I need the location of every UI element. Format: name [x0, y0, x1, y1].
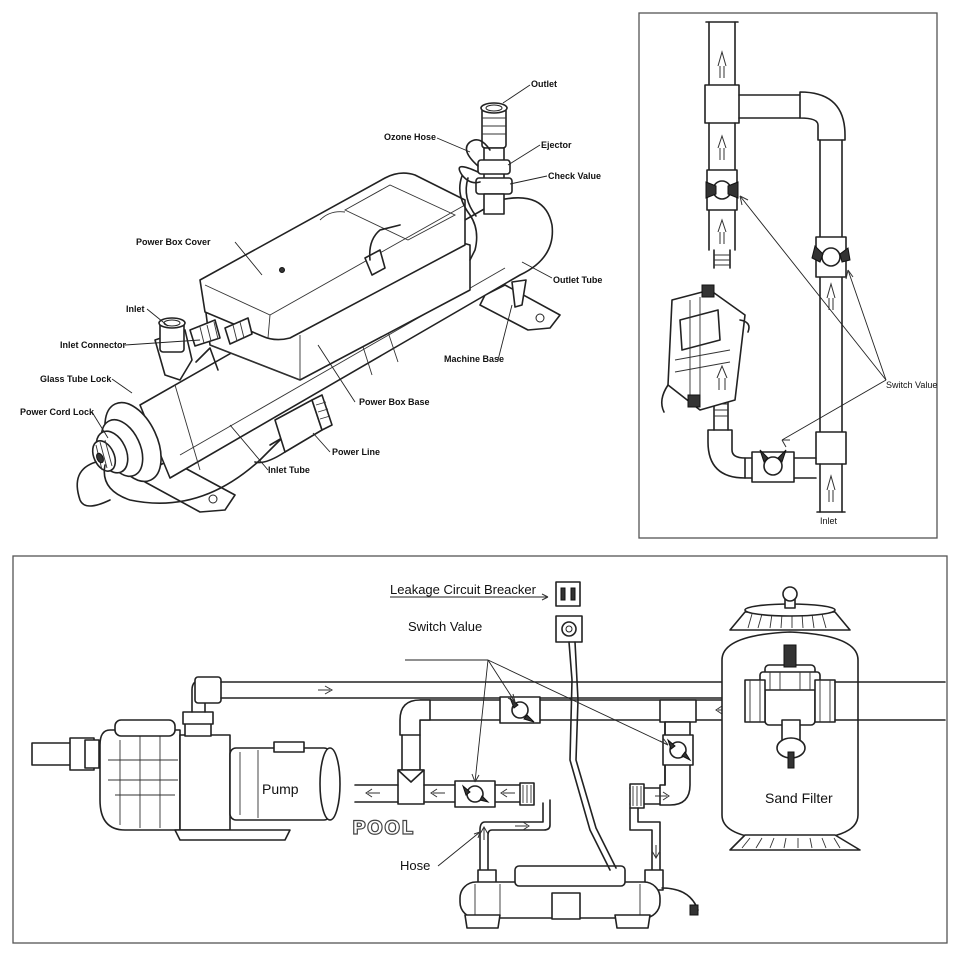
install-uv-unit	[459, 865, 699, 929]
label-glass-tube-lock: Glass Tube Lock	[40, 374, 112, 384]
label-machine-base: Machine Base	[444, 354, 504, 364]
outlet-pipe	[481, 107, 507, 149]
label-pool: POOL	[352, 817, 414, 839]
bypass-view: Switch Value Inlet	[638, 12, 938, 539]
bypass-elbow-top	[799, 91, 846, 141]
label-power-box-base: Power Box Base	[359, 397, 430, 407]
check-value	[475, 177, 513, 195]
sand-filter: Sand Filter	[721, 586, 946, 851]
power-cable	[568, 641, 611, 871]
label-hose: Hose	[400, 858, 430, 873]
label-inlet: Inlet	[126, 304, 145, 314]
exploded-view: Outlet Ozone Hose Ejector Check Value Po…	[20, 79, 602, 513]
label-leakage-circuit-breaker: Leakage Circuit Breacker	[390, 582, 537, 597]
label-sand-filter: Sand Filter	[765, 790, 833, 806]
bypass-tee-bottom	[815, 431, 847, 465]
label-inlet-connector: Inlet Connector	[60, 340, 126, 350]
flow-arrow-top	[717, 50, 727, 78]
installation-view: Pump POOL	[12, 555, 948, 944]
machine-base-foot-right	[479, 284, 561, 331]
label-power-line: Power Line	[332, 447, 380, 457]
label-bypass-inlet: Inlet	[820, 516, 838, 526]
power-box-cover	[199, 172, 466, 341]
label-bypass-switch-value: Switch Value	[886, 380, 937, 390]
label-ozone-hose: Ozone Hose	[384, 132, 436, 142]
ejector	[477, 159, 511, 175]
bypass-elbow-bottom	[707, 429, 746, 479]
label-outlet-tube: Outlet Tube	[553, 275, 602, 285]
leakage-circuit-breaker	[555, 581, 581, 607]
label-ejector: Ejector	[541, 140, 572, 150]
label-power-box-cover: Power Box Cover	[136, 237, 211, 247]
pump: Pump	[31, 711, 341, 841]
label-check-value: Check Value	[548, 171, 601, 181]
installation-frame	[12, 555, 948, 944]
hose-to-uv	[487, 799, 551, 871]
bypass-frame	[638, 12, 938, 539]
ozone-hose	[465, 139, 491, 167]
bypass-tee-top	[704, 84, 740, 124]
bypass-uv-unit	[660, 284, 750, 413]
label-inlet-tube: Inlet Tube	[268, 465, 310, 475]
label-pump: Pump	[262, 781, 299, 797]
label-outlet: Outlet	[531, 79, 557, 89]
power-cord	[76, 461, 111, 507]
flow-arrow-main	[318, 685, 334, 695]
label-switch-value: Switch Value	[408, 619, 482, 634]
label-power-cord-lock: Power Cord Lock	[20, 407, 95, 417]
